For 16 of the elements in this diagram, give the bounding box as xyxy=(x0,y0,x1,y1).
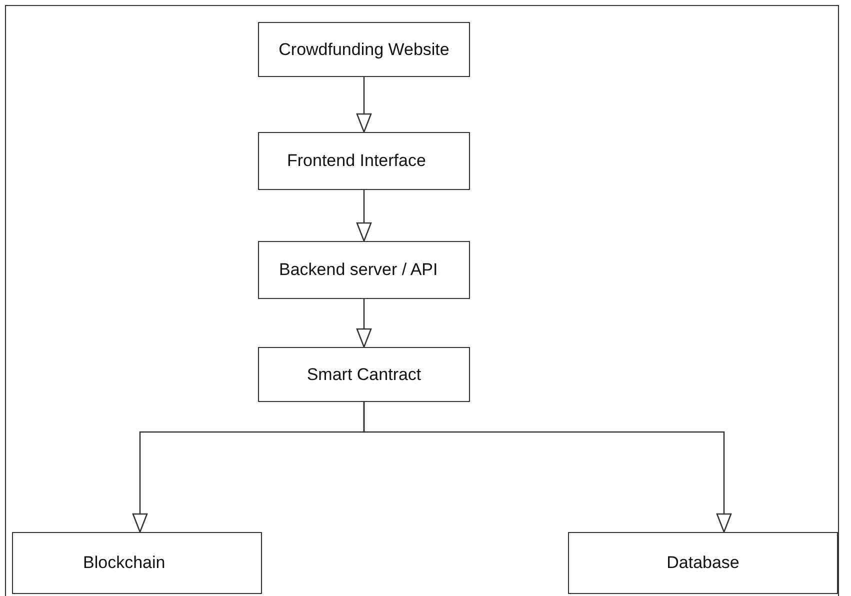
box-label: Blockchain xyxy=(83,553,166,573)
process-box xyxy=(258,22,470,77)
process-box xyxy=(12,532,262,594)
arrow xyxy=(356,77,372,133)
arrow xyxy=(363,402,732,533)
process-box xyxy=(258,132,470,190)
box-label: Crowdfunding Website xyxy=(278,40,450,60)
process-box xyxy=(258,347,470,402)
box-label: Database xyxy=(666,553,740,573)
arrow xyxy=(356,190,372,242)
arrow xyxy=(356,299,372,348)
process-box xyxy=(568,532,838,594)
process-box xyxy=(258,241,470,299)
box-label: Smart Cantract xyxy=(306,364,422,384)
box-label: Frontend Interface xyxy=(287,151,426,171)
box-label: Backend server / API xyxy=(279,260,438,280)
